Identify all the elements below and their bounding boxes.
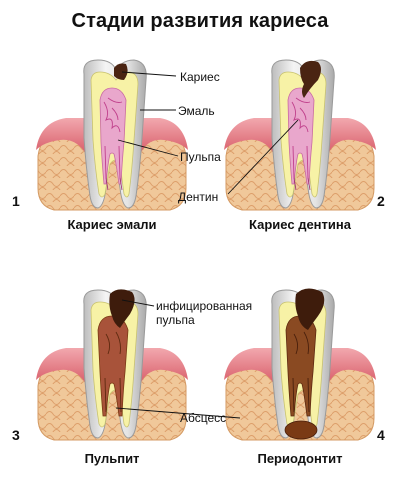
page-title: Стадии развития кариеса <box>71 10 329 32</box>
stage-number-3: 3 <box>12 427 20 443</box>
tooth-stage-1 <box>35 59 189 211</box>
caption-stage-1: Кариес эмали <box>67 217 157 232</box>
enamel-caries-spot <box>114 63 128 80</box>
label-caries: Кариес <box>180 70 220 84</box>
label-pulp: Пульпа <box>180 150 221 164</box>
label-abscess: Абсцесс <box>180 411 227 425</box>
stage-number-1: 1 <box>12 193 20 209</box>
label-infected-pulp-line2: пульпа <box>156 313 195 327</box>
caption-stage-2: Кариес дентина <box>249 217 351 232</box>
caption-stage-3: Пульпит <box>84 451 140 466</box>
tooth-stage-4 <box>223 288 377 441</box>
stage-number-2: 2 <box>377 193 385 209</box>
label-infected-pulp-line1: инфицированная <box>156 299 253 313</box>
dentin-caries-cavity <box>300 60 321 98</box>
pulpitis-cavity <box>109 289 135 328</box>
tooth-stage-2 <box>223 59 377 211</box>
caption-stage-4: Периодонтит <box>257 451 343 466</box>
periodontitis-cavity <box>295 288 325 330</box>
tooth-stage-3 <box>35 289 189 441</box>
stage-number-4: 4 <box>377 427 385 443</box>
abscess-mass <box>284 420 318 440</box>
label-enamel: Эмаль <box>178 104 215 118</box>
label-dentin: Дентин <box>178 190 219 204</box>
